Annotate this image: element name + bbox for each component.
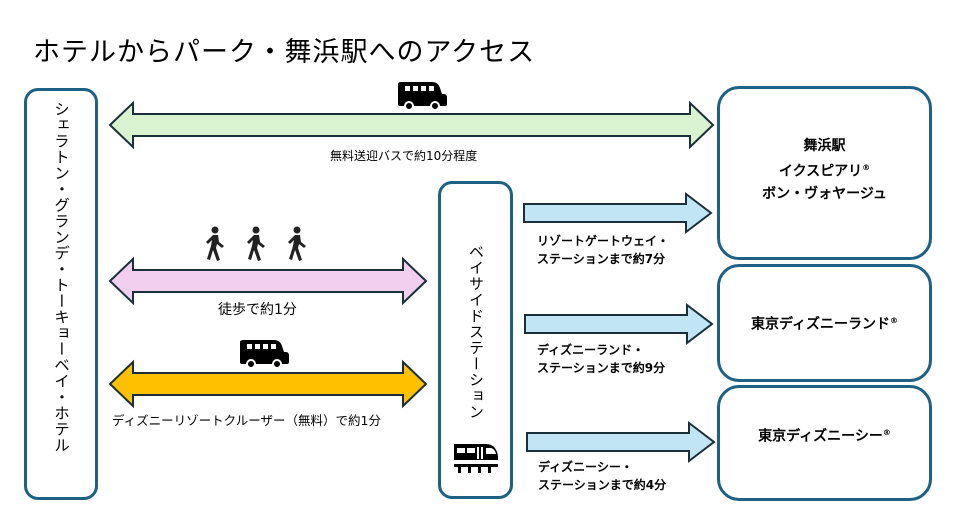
walking-person-icon (247, 226, 265, 261)
monorail-icon (454, 444, 498, 473)
monorail-arrow-2 (524, 302, 714, 346)
dest-text: 東京ディズニーランド (750, 316, 891, 333)
walk-label: 徒歩で約1分 (218, 302, 297, 318)
dest-text: イクスピアリ (778, 163, 863, 180)
registered-mark: ® (862, 163, 871, 173)
monorail-label-3: ディズニーシー・ ステーションまで約4分 (538, 458, 666, 494)
dest-line: 東京ディズニーシー® (758, 422, 891, 448)
bus-icon (240, 340, 289, 368)
page-title: ホテルからパーク・舞浜駅へのアクセス (33, 37, 536, 68)
monorail-arrow-1 (523, 191, 713, 235)
hotel-box: シェラトン・グランデ・トーキョーベイ・ホテル (24, 88, 98, 500)
walk-arrow (108, 256, 428, 306)
cruiser-arrow (108, 359, 428, 409)
dest-line: 舞浜駅 (803, 138, 846, 155)
dest-line: 東京ディズニーランド® (751, 310, 898, 336)
destination-disneysea: 東京ディズニーシー® (717, 385, 932, 501)
label-line: リゾートゲートウェイ・ (537, 234, 670, 248)
registered-mark: ® (890, 316, 899, 326)
dest-line: イクスピアリ® (762, 157, 887, 183)
station-box: ベイサイドステーション (438, 181, 513, 499)
label-line: ディズニーランド・ (537, 343, 645, 357)
dest-line: ボン・ヴォヤージュ (762, 185, 887, 202)
cruiser-label: ディズニーリゾートクルーザー（無料）で約1分 (112, 413, 381, 428)
shuttle-arrow (108, 100, 715, 150)
walking-person-icon (288, 226, 306, 261)
bus-icon (398, 82, 447, 110)
walking-person-icon (206, 226, 224, 261)
hotel-name: シェラトン・グランデ・トーキョーベイ・ホテル (52, 101, 70, 453)
destination-disneyland: 東京ディズニーランド® (717, 264, 932, 382)
registered-mark: ® (882, 428, 891, 438)
destination-maihama: 舞浜駅 イクスピアリ® ボン・ヴォヤージュ (717, 86, 932, 260)
monorail-label-2: ディズニーランド・ ステーションまで約9分 (537, 341, 665, 377)
monorail-arrow-3 (526, 420, 716, 464)
label-line: ディズニーシー・ (538, 460, 633, 474)
monorail-label-1: リゾートゲートウェイ・ ステーションまで約7分 (537, 232, 669, 268)
dest-text: 東京ディズニーシー (758, 428, 883, 445)
label-line: ステーションまで約4分 (538, 478, 667, 492)
label-line: ステーションまで約7分 (537, 252, 666, 266)
station-name: ベイサイドステーション (467, 244, 485, 420)
shuttle-label: 無料送迎バスで約10分程度 (330, 149, 478, 163)
label-line: ステーションまで約9分 (537, 361, 666, 375)
